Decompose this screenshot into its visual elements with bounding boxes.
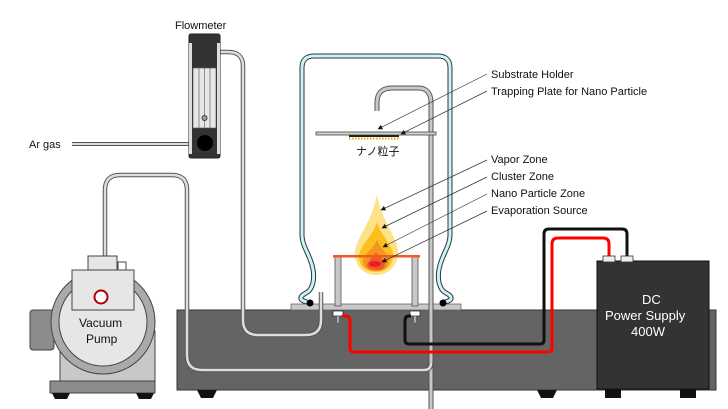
flowmeter-label: Flowmeter <box>175 20 227 32</box>
psu-terminal-negative <box>620 255 634 263</box>
vacuum-pump-label-line1: Vacuum <box>79 316 122 330</box>
leader-evaporation-source <box>381 210 488 263</box>
leader-vapor-zone <box>380 159 488 211</box>
vapor-zone-label: Vapor Zone <box>491 154 548 166</box>
pump-gauge-icon <box>93 289 109 305</box>
evaporation-source-label: Evaporation Source <box>491 205 588 217</box>
leader-trapping-plate <box>400 90 488 135</box>
trapping-plate-label: Trapping Plate for Nano Particle <box>491 86 647 98</box>
trapping-plate <box>349 135 399 137</box>
flowmeter-knob[interactable] <box>197 135 213 151</box>
nano-particle-zone-label: Nano Particle Zone <box>491 188 585 200</box>
substrate-holder <box>315 131 437 136</box>
leader-substrate-holder <box>377 73 488 130</box>
terminal-left <box>332 310 344 317</box>
chamber-plate <box>290 303 462 311</box>
base-foot-right <box>537 390 557 398</box>
vacuum-pump-label-line2: Pump <box>86 332 118 346</box>
leader-cluster-zone <box>381 176 488 229</box>
ar-gas-label: Ar gas <box>29 139 61 151</box>
leader-nano-particle-zone <box>382 193 488 248</box>
vacuum-pump <box>29 255 156 399</box>
o-ring-right <box>439 299 447 307</box>
flame <box>354 195 399 275</box>
terminal-right <box>409 310 421 317</box>
psu-label-line2: Power Supply <box>605 308 686 323</box>
o-ring-left <box>306 299 314 307</box>
flowmeter <box>188 33 221 159</box>
nano-particle-jp-label: ナノ粒子 <box>356 144 399 158</box>
substrate-holder-label: Substrate Holder <box>491 69 574 81</box>
psu-terminal-positive <box>602 255 616 263</box>
wire-negative <box>403 227 629 346</box>
dc-power-supply <box>596 255 710 398</box>
psu-label-line1: DC <box>642 292 661 307</box>
source-post-right <box>411 255 419 307</box>
psu-label-line3: 400W <box>631 324 666 339</box>
cluster-zone-label: Cluster Zone <box>491 171 554 183</box>
wire-positive <box>342 236 611 354</box>
base-foot-left <box>197 390 217 398</box>
source-post-left <box>334 255 342 307</box>
evaporation-source-boat <box>333 255 420 258</box>
flowmeter-float <box>201 115 208 122</box>
